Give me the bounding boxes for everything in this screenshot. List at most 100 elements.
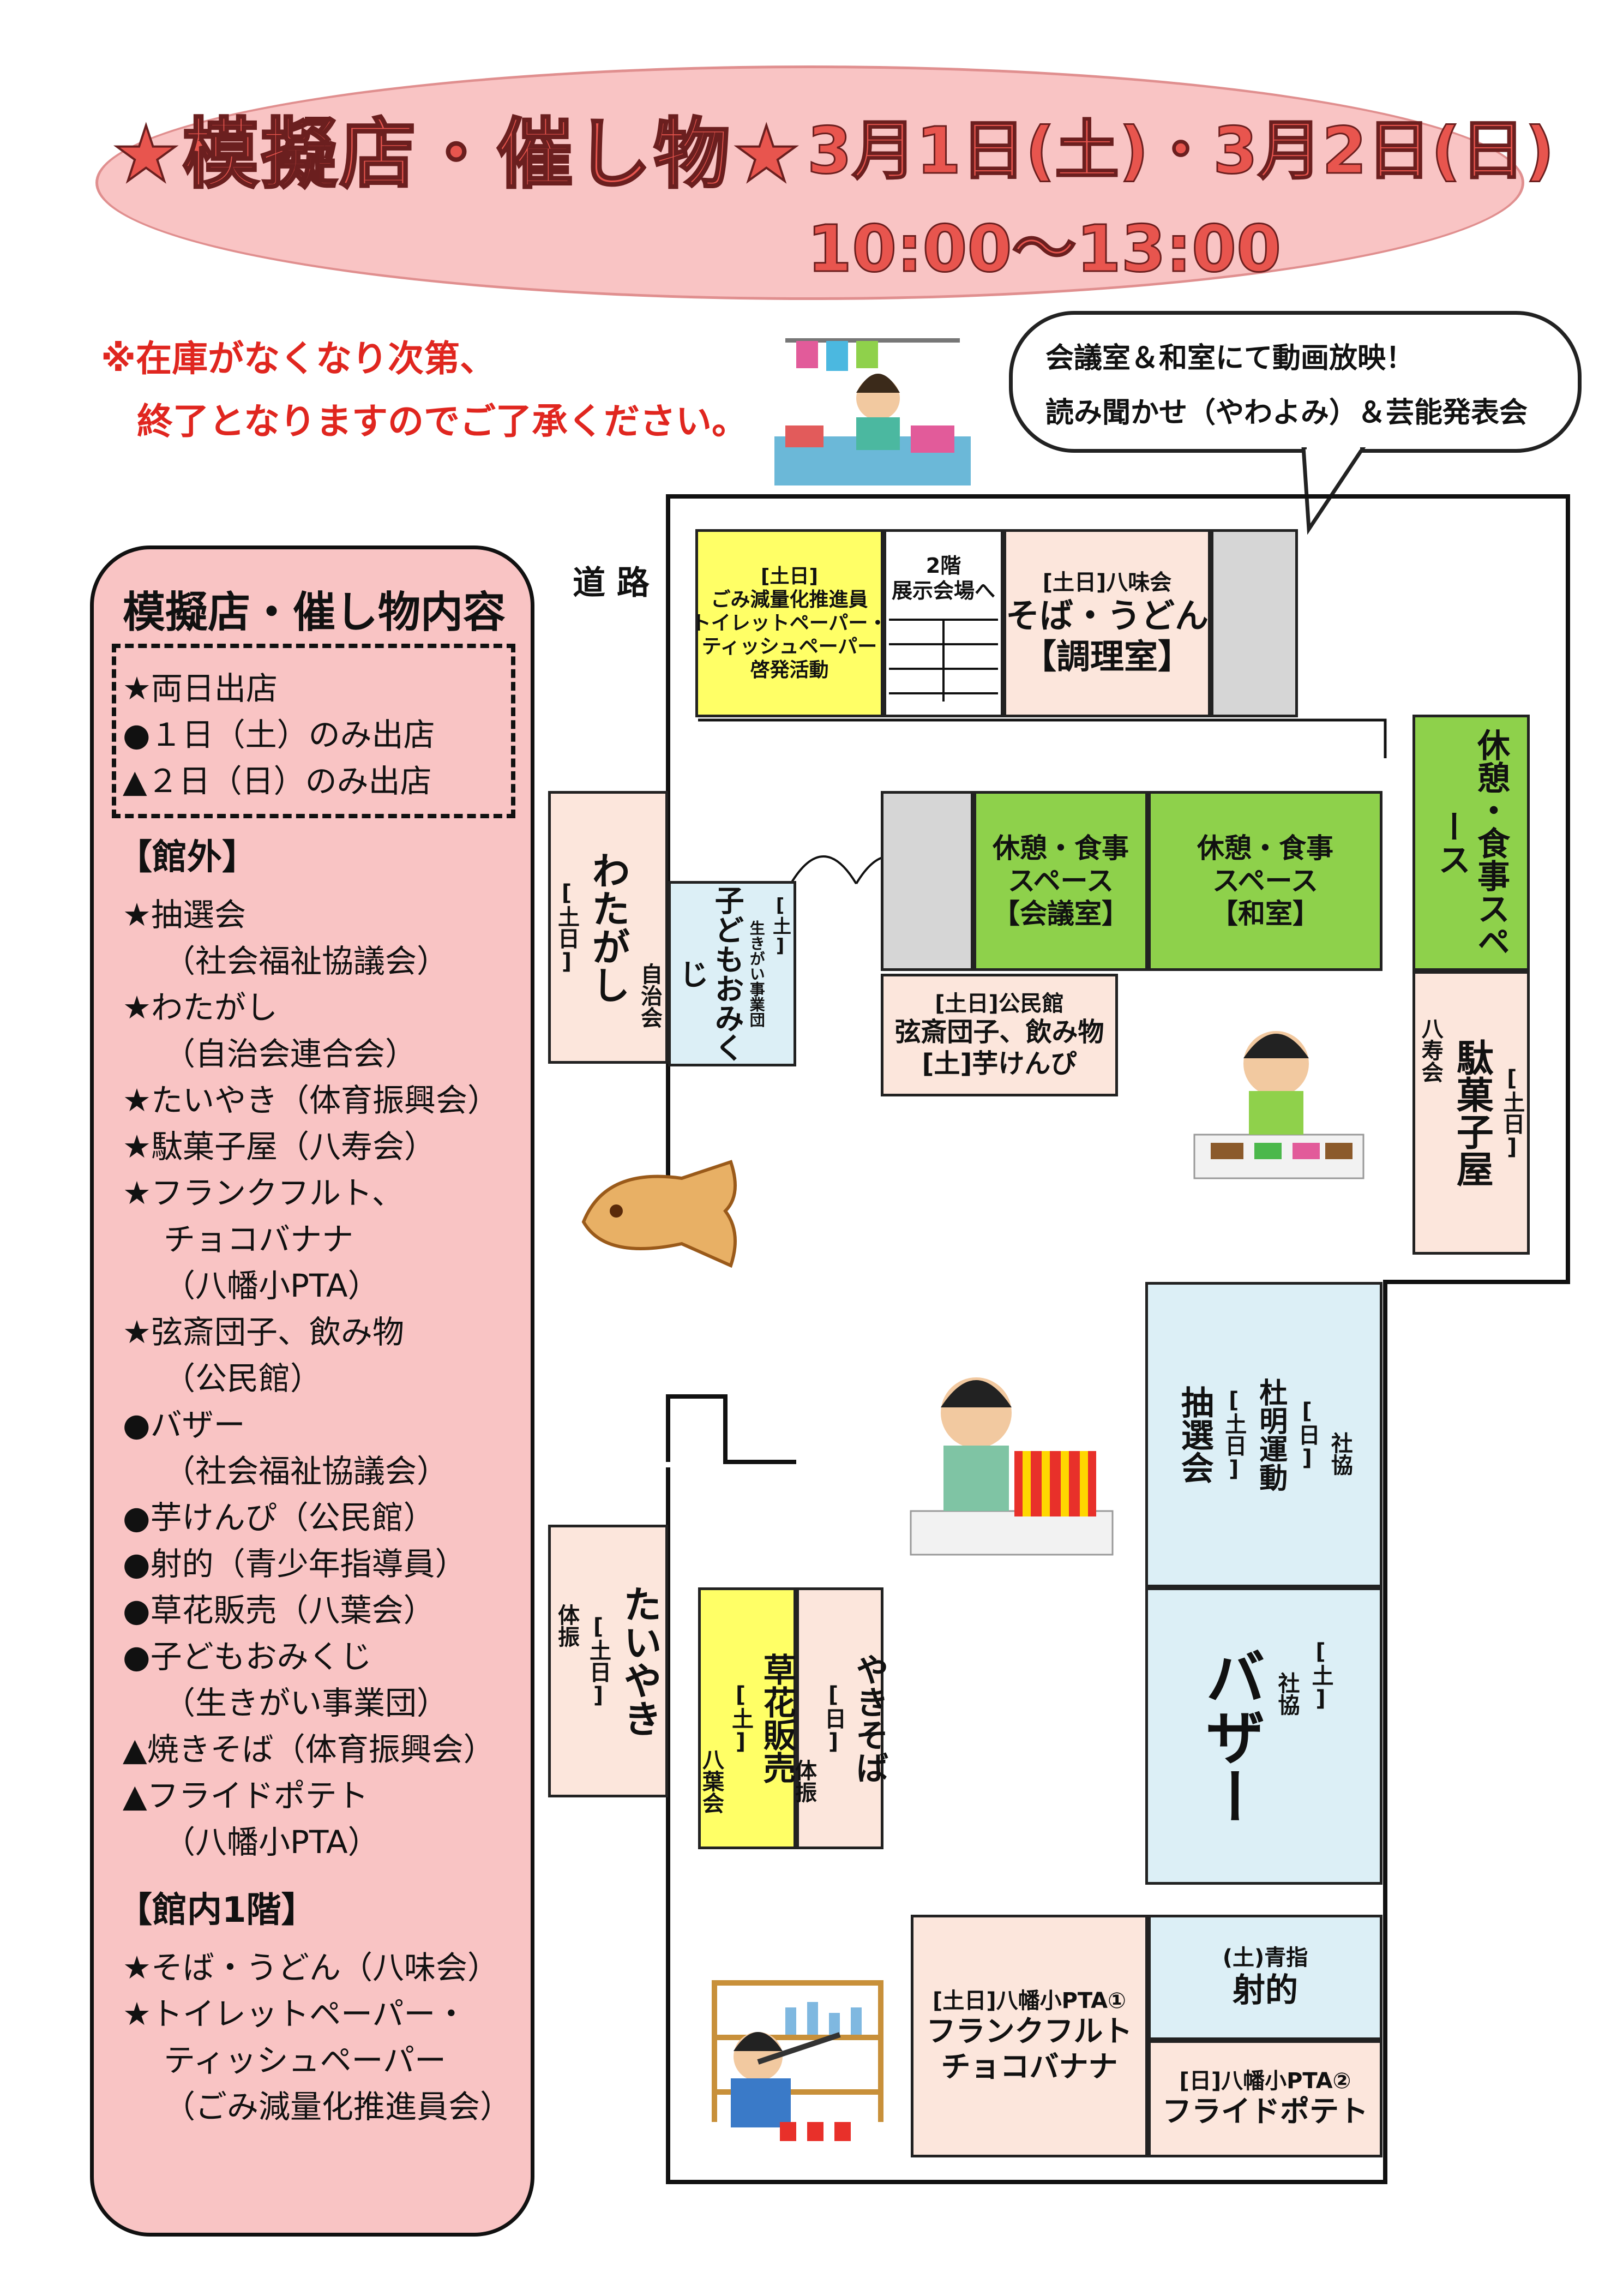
- booth-shateki: (土)青指 射的: [1148, 1915, 1382, 2040]
- video-bubble: 会議室＆和室にて動画放映！ 読み聞かせ（やわよみ）＆芸能発表会: [1009, 311, 1582, 453]
- outside-item: （八幡小PTA）: [164, 1824, 380, 1861]
- shop-illustration: [774, 338, 971, 485]
- booth-chusen-org: 社協: [1327, 1432, 1352, 1476]
- legend-saturday: ●１日（土）のみ出店: [123, 716, 435, 753]
- stairs-label: 2階 展示会場へ: [891, 554, 995, 603]
- booth-omikuji-text: 子どもおみくじ: [674, 885, 744, 1062]
- booth-kusabana-org: 八葉会: [699, 1748, 724, 1814]
- inside-item: ★トイレットペーパー・: [123, 1995, 467, 2033]
- booth-chusen-tag: [土日]: [1221, 1388, 1247, 1482]
- booth-kusabana-tag: [土]: [728, 1682, 753, 1754]
- booth-yakisoba: 体振 [日] やきそば: [791, 1587, 888, 1849]
- outside-item: （公民館）: [164, 1360, 322, 1397]
- outside-item: ●子どもおみくじ: [123, 1638, 372, 1675]
- booth-yakisoba-tag: [日]: [821, 1682, 846, 1754]
- booth-taiyaki-org: 体振: [554, 1604, 579, 1647]
- booth-watagashi-text: わたがし: [586, 851, 630, 1004]
- booth-taiyaki: 体振 [土日] たいやき: [548, 1525, 668, 1797]
- shooting-gallery-illustration: [712, 1980, 883, 2141]
- boy-lottery-illustration: [910, 1377, 1114, 1556]
- gray-room-middle: [881, 791, 973, 971]
- legend-sunday: ▲２日（日）のみ出店: [123, 763, 432, 800]
- road-label: 道 路: [573, 564, 650, 602]
- inside-item: ★そば・うどん（八味会）: [123, 1949, 499, 1986]
- inside-item: （ごみ減量化推進員会）: [164, 2088, 512, 2125]
- booth-gomi-text: ごみ減量化推進員 トイレットペーパー・ ティッシュペーパー 啓発活動: [691, 588, 888, 682]
- outside-item: ★フランクフルト、: [123, 1174, 404, 1212]
- outside-item: （社会福祉協議会）: [164, 1453, 449, 1490]
- booth-watagashi: [土日] わたがし 自治会: [548, 791, 668, 1064]
- booth-kusabana-text: 草花販売: [758, 1653, 796, 1784]
- booth-dango-text: 弦斎団子、飲み物: [894, 1016, 1104, 1047]
- booth-soba: [土日]八味会 そば・うどん 【調理室】: [1003, 529, 1211, 717]
- booth-chusen-tag2: [日]: [1294, 1399, 1320, 1471]
- booth-bazaar-tag: [土]: [1308, 1639, 1333, 1711]
- outside-item: ★抽選会: [123, 896, 246, 933]
- event-time: 10:00〜13:00: [806, 211, 1282, 287]
- legend-box: [112, 644, 515, 818]
- sidebar-title: 模擬店・催し物内容: [123, 588, 506, 637]
- booth-dagashi-org: 八寿会: [1417, 1017, 1443, 1083]
- legend-both-days: ★両日出店: [123, 670, 278, 707]
- booth-watagashi-tag: [土日]: [554, 880, 579, 974]
- booth-yakisoba-text: やきそば: [850, 1653, 888, 1784]
- outside-item: ★たいやき（体育振興会）: [123, 1082, 499, 1119]
- booth-chusen: 抽選会 [土日] 杜明運動 [日] 社協: [1145, 1282, 1382, 1587]
- booth-watagashi-org: 自治会: [637, 963, 662, 1028]
- outside-item: （自治会連合会）: [164, 1035, 417, 1072]
- booth-chusen-text2: 杜明運動: [1254, 1378, 1287, 1491]
- outside-item: チョコバナナ: [164, 1221, 354, 1258]
- booth-yakisoba-org: 体振: [791, 1759, 816, 1803]
- inside-item: ティッシュペーパー: [164, 2042, 446, 2079]
- sidebar-panel: [90, 545, 534, 2237]
- booth-dango-sub: [土]芋けんぴ: [922, 1048, 1077, 1079]
- outside-item: （社会福祉協議会）: [164, 943, 449, 980]
- booth-dagashi-text: 駄菓子屋: [1450, 1039, 1493, 1187]
- booth-taiyaki-tag: [土日]: [586, 1614, 611, 1708]
- booth-soba-tag: [土日]八味会: [1042, 570, 1172, 596]
- event-date: 3月1日(土)・3月2日(日): [806, 112, 1555, 189]
- booth-bazaar-org: 社協: [1274, 1672, 1300, 1716]
- booth-dango-tag: [土日]公民館: [935, 991, 1064, 1016]
- booth-taiyaki-text: たいやき: [617, 1585, 662, 1737]
- boy-snacks-illustration: [1193, 1031, 1364, 1179]
- building-outline: [666, 494, 1570, 2184]
- outside-item: ★わたがし: [123, 989, 278, 1026]
- booth-bazaar: バザー 社協 [土]: [1145, 1587, 1382, 1885]
- taiyaki-icon: [581, 1160, 737, 1268]
- booth-potato: [日]八幡小PTA② フライドポテト: [1148, 2040, 1382, 2157]
- booth-chusen-text: 抽選会: [1175, 1386, 1214, 1484]
- outside-item: ●射的（青少年指導員）: [123, 1545, 467, 1582]
- outside-item: ●芋けんぴ（公民館）: [123, 1499, 435, 1536]
- outside-item: ▲焼きそば（体育振興会）: [123, 1731, 495, 1768]
- booth-soba-text: そば・うどん 【調理室】: [1006, 596, 1209, 676]
- booth-dagashi-tag: [土日]: [1499, 1066, 1525, 1160]
- booth-dagashi: 八寿会 駄菓子屋 [土日]: [1412, 971, 1530, 1255]
- booth-potato-text: フライドポテト: [1162, 2094, 1368, 2129]
- booth-kusabana: 八葉会 [土] 草花販売: [698, 1587, 796, 1849]
- booth-omikuji-tag: [土]: [769, 895, 791, 957]
- outside-item: ●草花販売（八葉会）: [123, 1592, 435, 1629]
- booth-gomi: [土日] ごみ減量化推進員 トイレットペーパー・ ティッシュペーパー 啓発活動: [692, 529, 887, 717]
- bubble-line-1: 会議室＆和室にて動画放映！: [1045, 342, 1415, 375]
- header-banner: [95, 65, 1524, 300]
- booth-shateki-tag: (土)青指: [1222, 1945, 1308, 1970]
- outside-item: ★駄菓子屋（八寿会）: [123, 1128, 436, 1165]
- booth-shateki-text: 射的: [1233, 1971, 1298, 2010]
- booth-potato-tag: [日]八幡小PTA②: [1179, 2069, 1351, 2094]
- outside-item: ▲フライドポテト: [123, 1777, 369, 1814]
- outside-item: ★弦斎団子、飲み物: [123, 1314, 404, 1351]
- rest-washitsu: 休憩・食事 スペース 【和室】: [1148, 791, 1382, 971]
- outside-item: （生きがい事業団）: [164, 1684, 449, 1722]
- stairs-area: 2階 展示会場へ: [883, 529, 1003, 717]
- booth-omikuji: 子どもおみくじ 生きがい事業団 [土]: [668, 881, 796, 1066]
- booth-frank: [土日]八幡小PTA① フランクフルト チョコバナナ: [911, 1915, 1148, 2157]
- booth-omikuji-org: 生きがい事業団: [747, 920, 766, 1027]
- rest-kaigishitsu: 休憩・食事 スペース 【会議室】: [973, 791, 1148, 971]
- rest-vertical: 休憩・食事スペース: [1412, 715, 1530, 971]
- bubble-line-2: 読み聞かせ（やわよみ）＆芸能発表会: [1045, 397, 1528, 429]
- inside-header: 【館内1階】: [117, 1890, 316, 1931]
- booth-frank-text: フランクフルト チョコバナナ: [926, 2013, 1133, 2084]
- outside-header: 【館外】: [117, 837, 257, 878]
- gray-room-top: [1211, 529, 1298, 717]
